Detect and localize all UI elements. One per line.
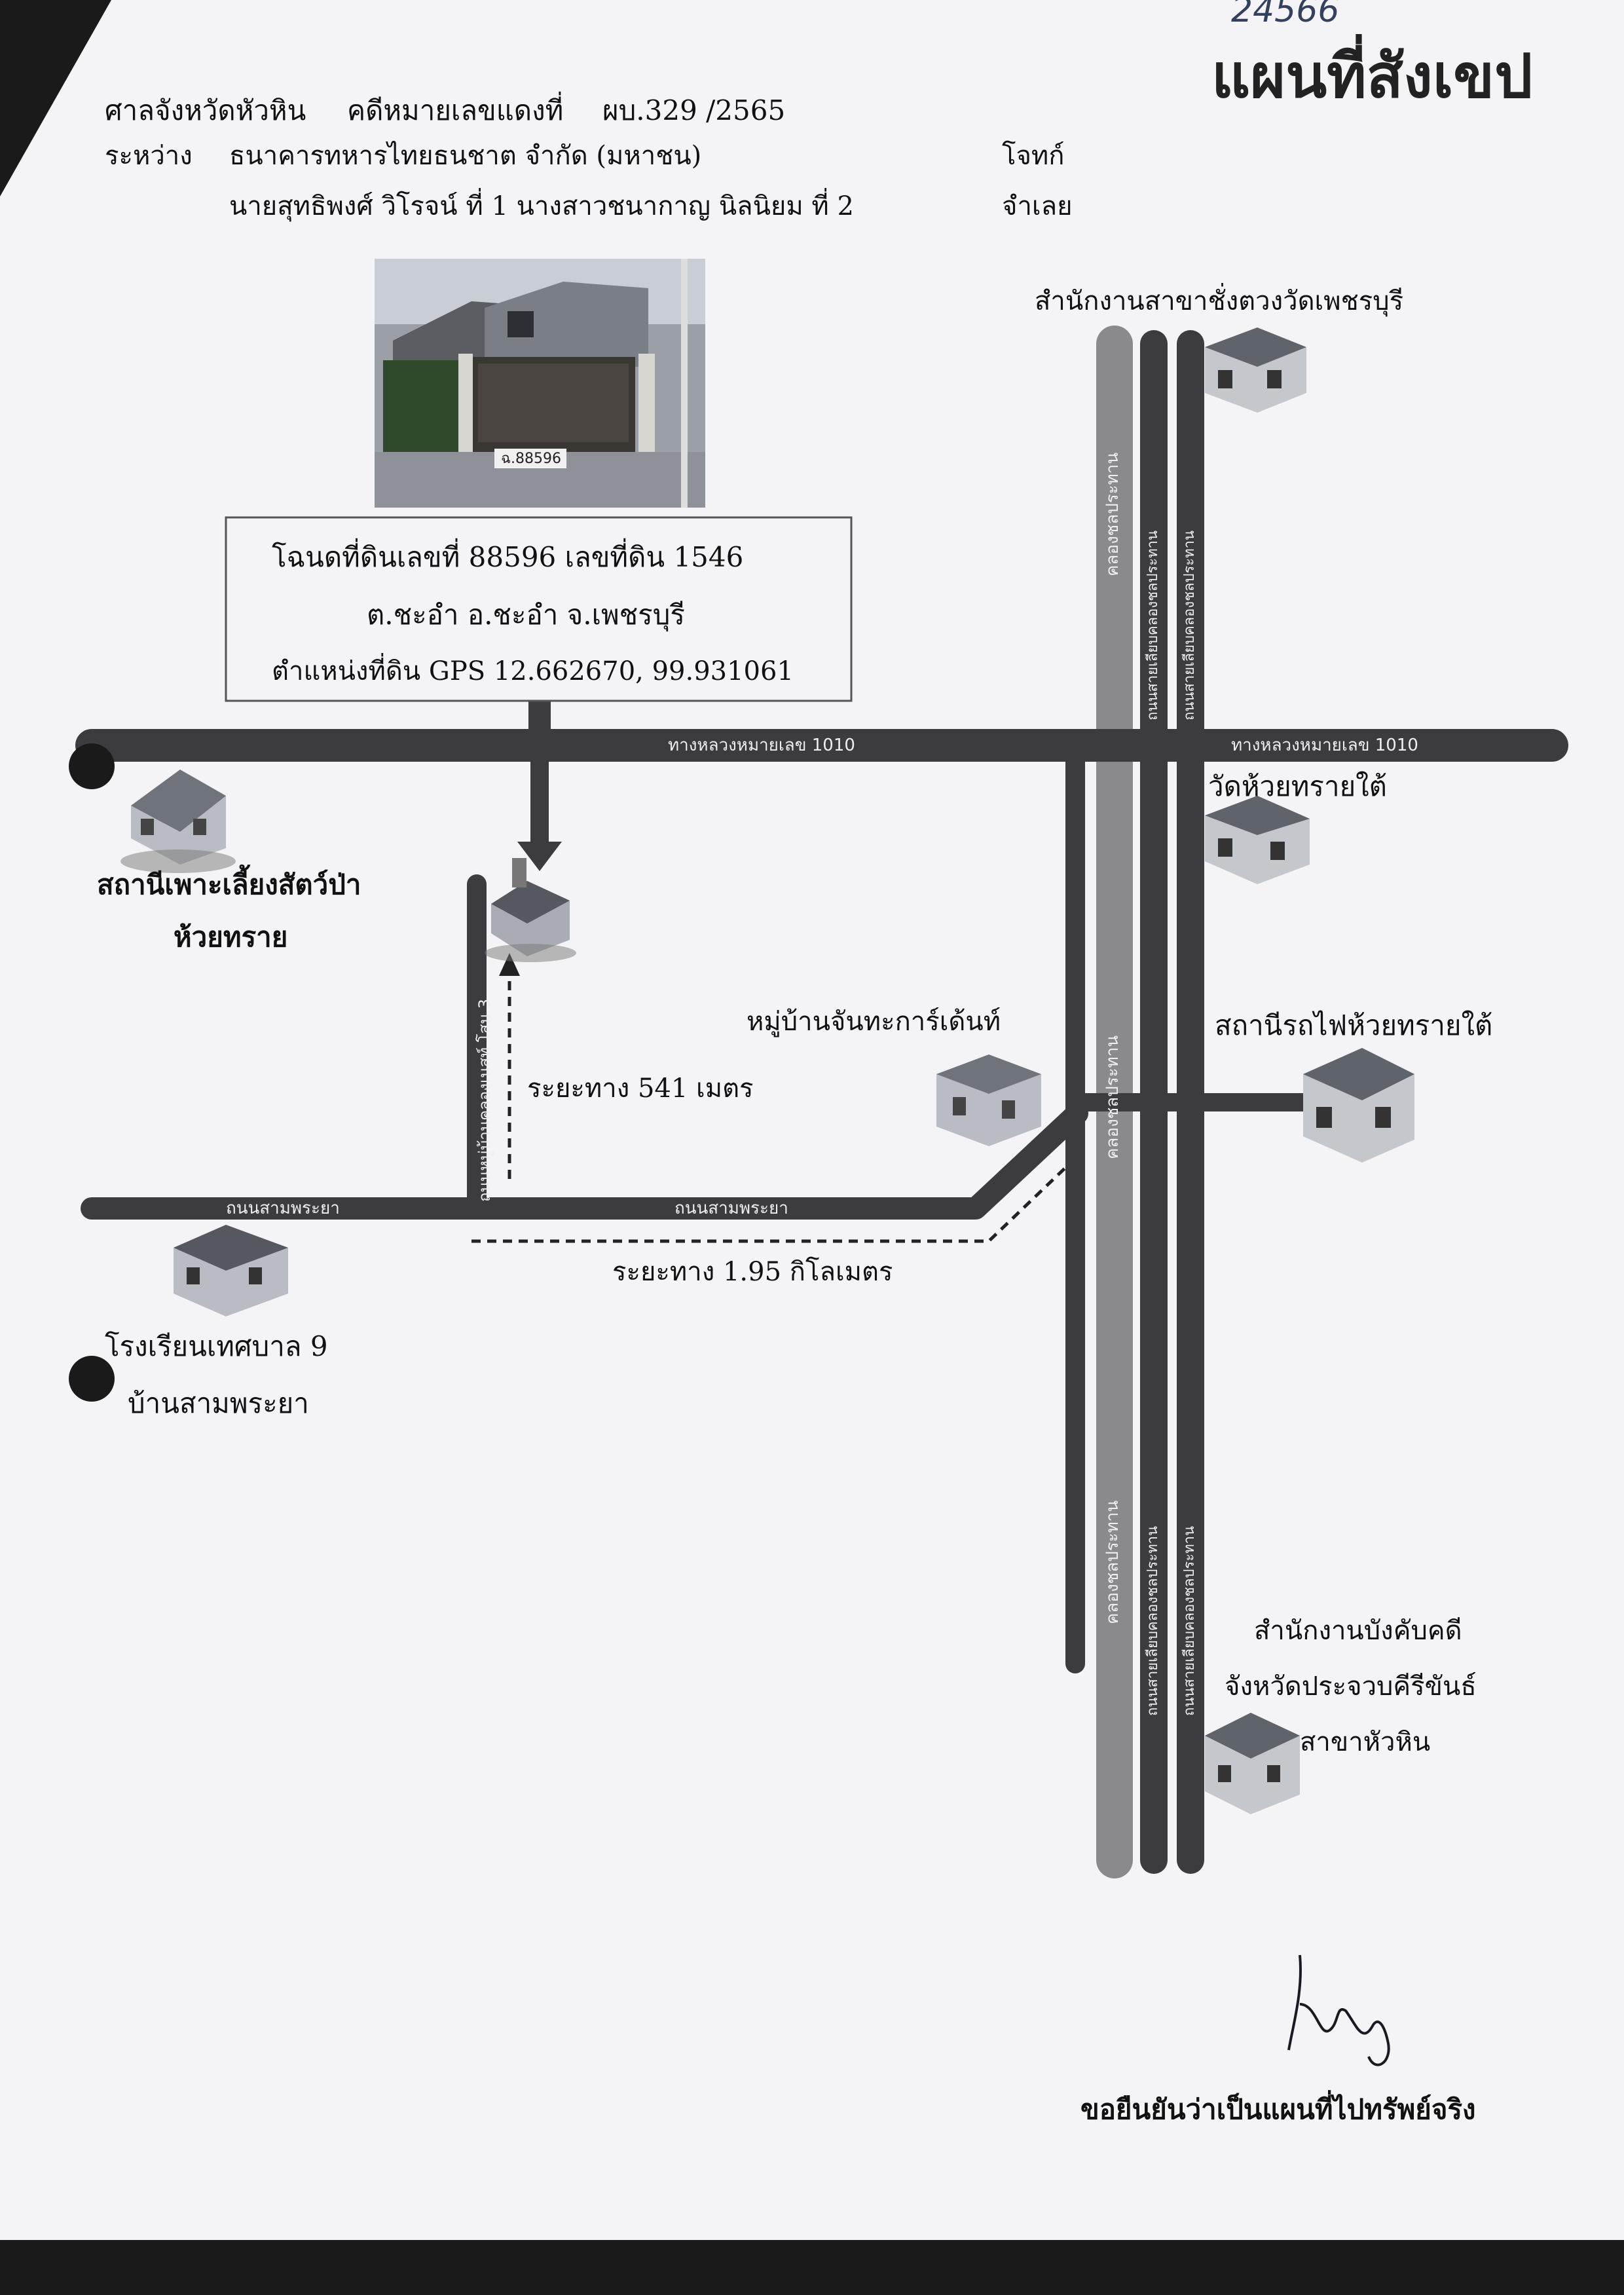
route-road-dashed — [471, 1165, 1069, 1243]
canal-label-bottom: คลองชลประทาน — [1103, 1500, 1122, 1624]
soi-label: ถนนหมู่บ้านคลองเนสท์ โสม 3 — [475, 999, 494, 1202]
target-house-icon — [485, 858, 576, 962]
plaintiff-role: โจทก์ — [1002, 141, 1065, 171]
road-distance: ระยะทาง 1.95 กิโลเมตร — [612, 1257, 893, 1287]
building-icon-temple — [1205, 796, 1310, 884]
case-number: ผบ.329 /2565 — [602, 94, 786, 126]
arrow-down-icon-head — [517, 842, 562, 871]
document-page: ศาลจังหวัดหัวหิน คดีหมายเลขแดงที่ ผบ.329… — [0, 0, 1624, 2240]
building-icon-office — [1205, 327, 1306, 413]
deed-line: โฉนดที่ดินเลขที่ 88596 เลขที่ดิน 1546 — [272, 541, 744, 573]
sampraya-road — [81, 1102, 1088, 1220]
landmark-train-station: สถานีรถไฟห้วยทรายใต้ — [1215, 1009, 1493, 1041]
certification-text: ขอยืนยันว่าเป็นแผนที่ไปทรัพย์จริง — [1080, 2093, 1476, 2125]
route-arrow-up-icon — [499, 953, 520, 976]
canal-road-a-top-label: ถนนสายเลียบคลองชลประทาน — [1145, 531, 1161, 720]
stamp-number: 24566 — [1231, 0, 1340, 30]
canal-label-top: คลองชลประทาน — [1103, 452, 1122, 576]
defendant-role: จำเลย — [1002, 191, 1073, 221]
landmark-temple: วัดห้วยทรายใต้ — [1208, 770, 1387, 802]
signature-mark — [1287, 1954, 1390, 2066]
plaintiff-name: ธนาคารทหารไทยธนชาต จำกัด (มหาชน) — [229, 141, 702, 171]
canal-road-a-bottom-label: ถนนสายเลียบคลองชลประทาน — [1145, 1526, 1161, 1716]
landmark-wildlife-1: สถานีเพาะเลี้ยงสัตว์ป่า — [97, 868, 361, 901]
case-label: คดีหมายเลขแดงที่ — [347, 94, 564, 126]
canal-road-b-top-label: ถนนสายเลียบคลองชลประทาน — [1181, 531, 1198, 720]
document-title: แผนที่สังเขป — [1211, 41, 1533, 111]
route-map — [75, 259, 1568, 2066]
highway-1010-label-right: ทางหลวงหมายเลข 1010 — [1231, 736, 1418, 755]
sampraya-label-right: ถนนสามพระยา — [674, 1199, 788, 1218]
location-line: ต.ชะอำ อ.ชะอำ จ.เพชรบุรี — [367, 599, 685, 631]
binding-hole-bottom — [69, 1356, 115, 1402]
landmark-enforcement-2: จังหวัดประจวบคีรีขันธ์ — [1225, 1671, 1477, 1702]
highway-1010-label-left: ทางหลวงหมายเลข 1010 — [668, 736, 855, 755]
landmark-enforcement-1: สำนักงานบังคับคดี — [1254, 1616, 1462, 1646]
landmark-village: หมู่บ้านจันทะการ์เด้นท์ — [747, 1007, 1001, 1037]
landmark-enforcement-3: สาขาหัวหิน — [1300, 1727, 1431, 1757]
defendant-names: นายสุทธิพงศ์ วิโรจน์ ที่ 1 นางสาวชนากาญ … — [229, 191, 854, 221]
soi-distance: ระยะทาง 541 เมตร — [527, 1073, 754, 1104]
building-icon-village — [936, 1054, 1041, 1146]
building-icon-school — [174, 1225, 288, 1316]
landmark-school-2: บ้านสามพระยา — [128, 1387, 309, 1419]
landmark-top-office: สำนักงานสาขาชั่งตวงวัดเพชรบุรี — [1035, 286, 1404, 316]
binding-hole-top — [69, 743, 115, 789]
building-icon-enforcement — [1205, 1713, 1300, 1814]
building-icon-station — [1303, 1048, 1414, 1163]
property-info-box — [225, 516, 853, 702]
court-name: ศาลจังหวัดหัวหิน — [105, 94, 306, 126]
house-photo — [375, 259, 705, 508]
sampraya-label-left: ถนนสามพระยา — [226, 1199, 340, 1218]
canal-road-b-bottom-label: ถนนสายเลียบคลองชลประทาน — [1181, 1526, 1198, 1716]
between-label: ระหว่าง — [105, 141, 193, 171]
canal-label-mid: คลองชลประทาน — [1103, 1035, 1122, 1159]
building-icon-wildlife — [120, 770, 236, 873]
landmark-wildlife-2: ห้วยทราย — [174, 921, 288, 953]
gps-line: ตำแหน่งที่ดิน GPS 12.662670, 99.931061 — [272, 656, 794, 686]
landmark-school-1: โรงเรียนเทศบาล 9 — [105, 1330, 328, 1362]
photo-plate: ฉ.88596 — [501, 451, 561, 467]
